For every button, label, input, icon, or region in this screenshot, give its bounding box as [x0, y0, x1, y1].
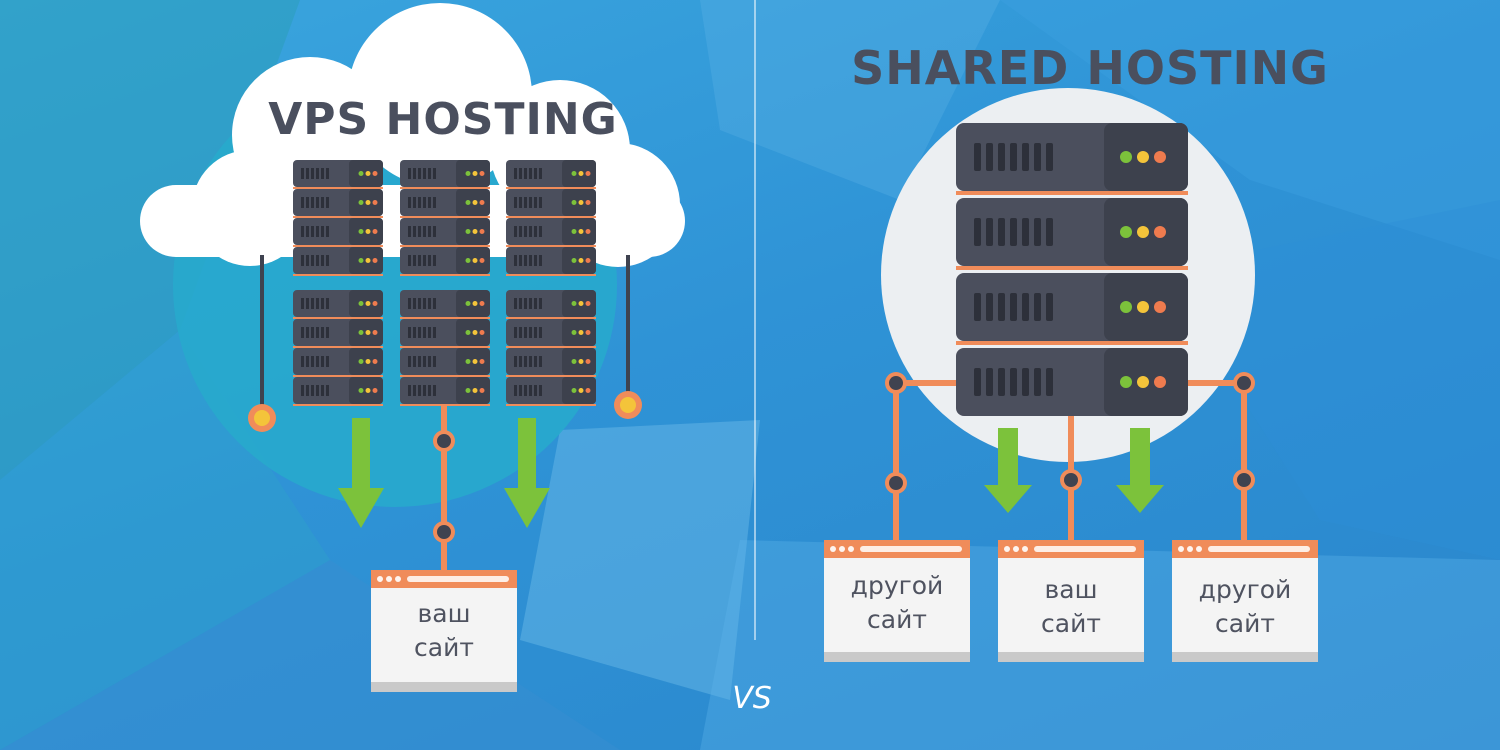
vps-section: VPS HOSTING — [140, 3, 685, 692]
shared-server-stack — [956, 123, 1188, 416]
shared-site-card-yours: ваш сайт — [998, 540, 1144, 662]
vps-server-stack — [293, 160, 383, 276]
shared-site-card-other: другой сайт — [824, 540, 970, 662]
site-label-line1: другой — [1199, 575, 1292, 604]
vps-title: VPS HOSTING — [268, 94, 618, 145]
site-label-line2: сайт — [414, 633, 474, 662]
vps-server-stack — [506, 290, 596, 406]
vps-cloud-cables — [248, 255, 642, 432]
site-label-line2: сайт — [1215, 609, 1275, 638]
vps-site-card: ваш сайт — [371, 570, 517, 692]
shared-down-arrow — [984, 428, 1032, 513]
vps-down-arrow — [504, 418, 550, 528]
site-label-line1: другой — [851, 571, 944, 600]
vps-site-connector — [433, 405, 455, 570]
vps-server-stack — [400, 290, 490, 406]
site-label-line1: ваш — [418, 599, 471, 628]
shared-site-card-other: другой сайт — [1172, 540, 1318, 662]
shared-section: SHARED HOSTING — [824, 41, 1329, 662]
site-label-line1: ваш — [1045, 575, 1098, 604]
vps-server-stack — [293, 290, 383, 406]
site-label-line2: сайт — [1041, 609, 1101, 638]
vs-label: VS — [732, 681, 772, 716]
vps-server-stack — [506, 160, 596, 276]
shared-down-arrow — [1116, 428, 1164, 513]
vps-down-arrow — [338, 418, 384, 528]
shared-title: SHARED HOSTING — [851, 41, 1329, 95]
site-label-line2: сайт — [867, 605, 927, 634]
vps-server-stack — [400, 160, 490, 276]
